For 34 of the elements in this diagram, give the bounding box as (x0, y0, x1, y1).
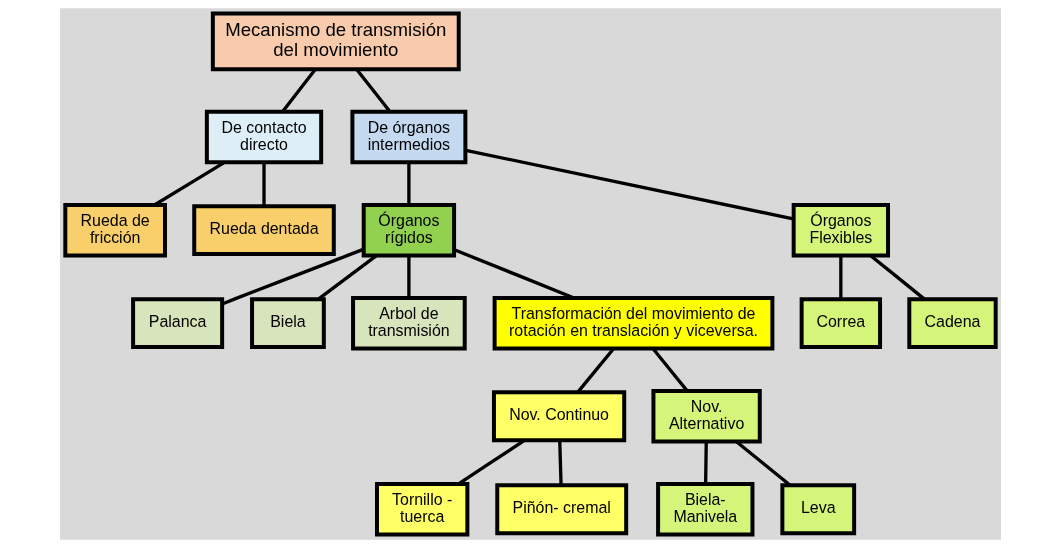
connector (703, 441, 708, 484)
connector (576, 347, 615, 393)
node-box: Tornillo - tuerca (374, 482, 469, 537)
connector (869, 254, 925, 301)
node-box: Órganos Flexibles (791, 202, 890, 258)
node-box: Rueda de fricción (62, 202, 167, 258)
node-box: Nov. Alternativo (650, 388, 762, 444)
node-box: Rueda dentada (191, 204, 336, 257)
connector (221, 247, 364, 306)
connector (557, 440, 563, 485)
connector (406, 255, 411, 298)
connector (651, 347, 688, 392)
node-box: Biela (249, 297, 326, 350)
node-box: Arbol de transmisión (350, 295, 467, 351)
node-box: De órganos intermedios (349, 109, 467, 165)
node-box: Leva (779, 483, 856, 536)
node-box: Piñón- cremal (494, 483, 628, 536)
connector (734, 440, 791, 487)
node-box: Transformación del movimiento de rotación en translación y viceversa. (492, 295, 774, 351)
connector (261, 162, 266, 206)
connector (355, 68, 391, 113)
connector (406, 162, 411, 205)
node-box: De contacto directo (204, 109, 323, 165)
node-box: Nov. Continuo (491, 390, 626, 443)
connector (280, 68, 316, 113)
node-box: Cadena (906, 297, 998, 350)
connector (464, 148, 793, 221)
connector (838, 255, 842, 299)
node-box: Mecanismo de transmisión del movimiento (210, 11, 461, 72)
node-box: Correa (799, 297, 882, 350)
node-box: Órganos rígidos (361, 202, 456, 258)
node-box: Palanca (130, 297, 224, 350)
node-box: Biela- Manivela (655, 482, 754, 537)
connector (316, 254, 377, 301)
